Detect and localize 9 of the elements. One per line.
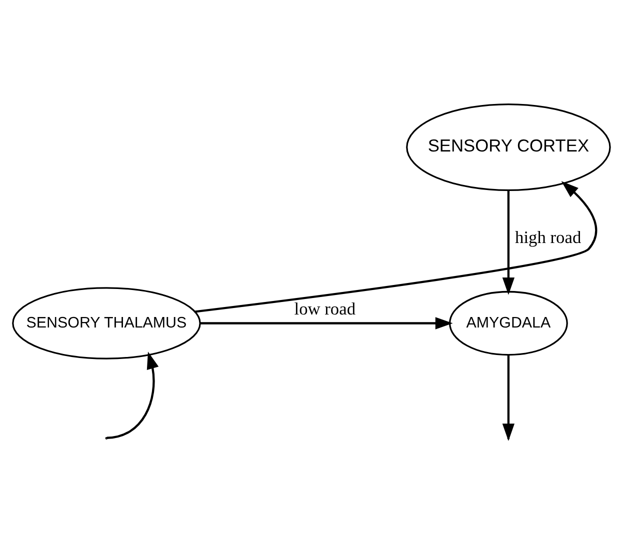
edge-label: high road: [515, 228, 582, 247]
node-ellipse: AMYGDALA: [448, 290, 568, 356]
arrow: [194, 180, 598, 312]
node-ellipse: SENSORY THALAMUS: [12, 286, 201, 359]
arrow: [502, 190, 515, 294]
arrow: [200, 316, 453, 329]
edge-label: low road: [294, 298, 356, 318]
arrow: [106, 351, 159, 438]
node-ellipse: SENSORY CORTEX: [406, 103, 611, 190]
